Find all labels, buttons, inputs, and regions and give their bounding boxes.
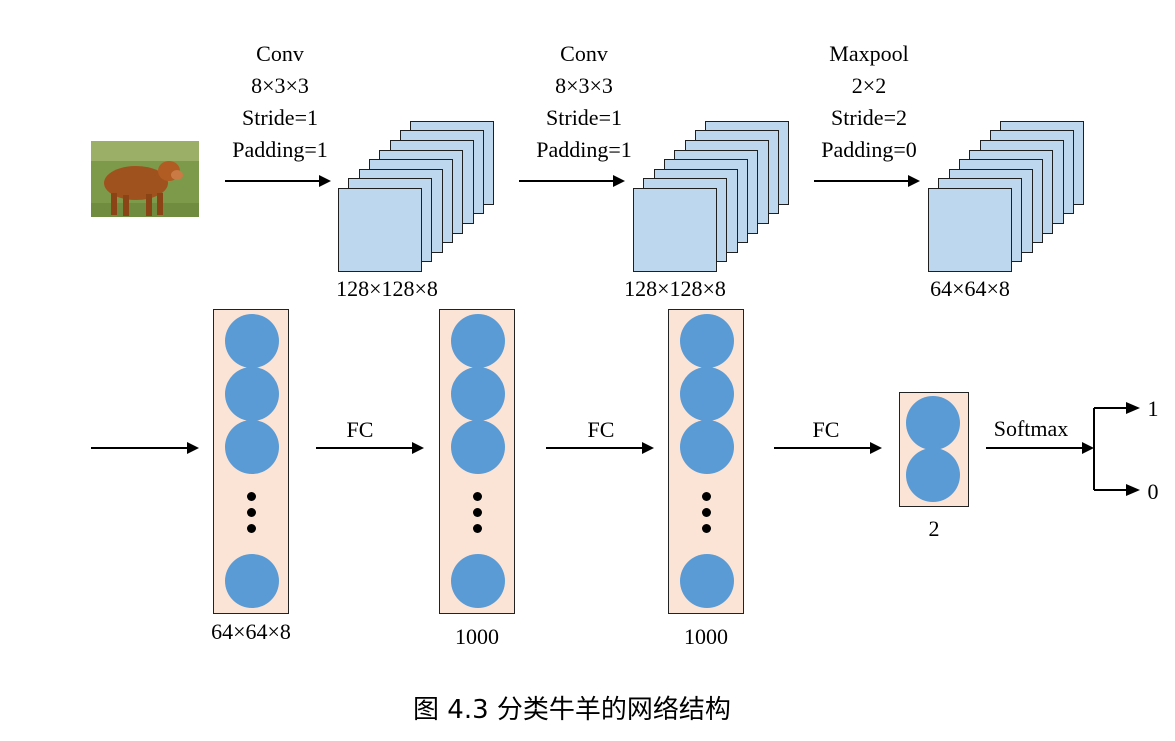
output-neuron-2 (906, 448, 960, 502)
neuron (451, 367, 505, 421)
fc-layer-1 (213, 309, 289, 614)
ellipsis-dot (247, 508, 256, 517)
feature-map-slice (928, 188, 1012, 272)
output-layer (899, 392, 969, 507)
ellipsis-dot (473, 508, 482, 517)
output-class-1: 1 (1147, 396, 1159, 421)
arrow-flatten-input (91, 442, 199, 454)
feature-map-dims-1: 128×128×8 (336, 276, 438, 301)
fc-layer-2 (439, 309, 515, 614)
feature-map-dims-3: 64×64×8 (930, 276, 1010, 301)
arrow-fc-1 (316, 442, 424, 454)
neuron (451, 554, 505, 608)
neuron (451, 420, 505, 474)
fc-label-3: FC (812, 417, 840, 442)
ellipsis-dot (702, 508, 711, 517)
ellipsis-dot (247, 524, 256, 533)
ellipsis-dot (473, 492, 482, 501)
neuron (680, 420, 734, 474)
neuron (680, 314, 734, 368)
arrow-conv-1 (225, 175, 331, 187)
fc-layer-3 (668, 309, 744, 614)
arrow-maxpool (814, 175, 920, 187)
ellipsis-dot (702, 492, 711, 501)
input-cow-image (91, 141, 199, 225)
softmax-branch (1093, 402, 1140, 496)
output-layer-label: 2 (928, 516, 940, 541)
fc-layer-label-1: 64×64×8 (211, 619, 291, 644)
arrow-fc-2 (546, 442, 654, 454)
neuron (225, 554, 279, 608)
neuron (225, 314, 279, 368)
ellipsis-dot (473, 524, 482, 533)
neuron (451, 314, 505, 368)
feature-map-slice (633, 188, 717, 272)
neuron (225, 420, 279, 474)
neuron (680, 554, 734, 608)
neuron (225, 367, 279, 421)
ellipsis-dot (247, 492, 256, 501)
output-neuron-1 (906, 396, 960, 450)
arrow-conv-2 (519, 175, 625, 187)
feature-map-slice (338, 188, 422, 272)
fc-label-2: FC (587, 417, 615, 442)
output-class-0: 0 (1147, 479, 1159, 504)
feature-map-dims-2: 128×128×8 (624, 276, 726, 301)
ellipsis-dot (702, 524, 711, 533)
fc-layer-label-3: 1000 (684, 624, 728, 649)
fc-label-1: FC (346, 417, 374, 442)
softmax-label: Softmax (993, 416, 1069, 441)
neuron (680, 367, 734, 421)
arrow-softmax (986, 442, 1094, 454)
arrow-fc-3 (774, 442, 882, 454)
figure-caption: 图 4.3 分类牛羊的网络结构 (413, 695, 731, 725)
fc-layer-label-2: 1000 (455, 624, 499, 649)
